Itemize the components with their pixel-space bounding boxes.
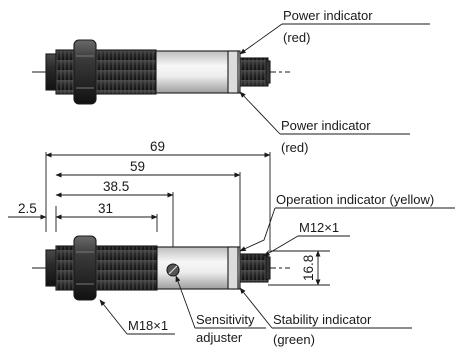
dim-69: 69	[150, 139, 165, 154]
dim-59: 59	[130, 159, 145, 174]
label-stability-indicator: Stability indicator	[273, 312, 372, 327]
label-power-indicator-top-color: (red)	[283, 30, 310, 45]
label-thread-m18: M18×1	[128, 318, 168, 333]
label-connector-m12: M12×1	[299, 220, 339, 235]
label-power-indicator-bottom-color: (red)	[281, 140, 308, 155]
label-power-indicator-bottom: Power indicator	[281, 118, 371, 133]
dimension-lines	[8, 152, 330, 286]
label-stability-indicator-color: (green)	[273, 332, 315, 347]
dim-16-8: 16.8	[301, 255, 316, 281]
bottom-view-sensor	[32, 235, 290, 301]
dim-2-5: 2.5	[18, 201, 37, 216]
dim-38-5: 38.5	[103, 179, 129, 194]
label-operation-indicator: Operation indicator (yellow)	[276, 192, 434, 207]
top-view-sensor	[32, 39, 290, 105]
label-sensitivity-adjuster-line1: Sensitivity	[196, 312, 255, 327]
dim-31: 31	[98, 201, 113, 216]
label-power-indicator-top: Power indicator	[283, 8, 373, 23]
label-sensitivity-adjuster-line2: adjuster	[196, 330, 243, 345]
